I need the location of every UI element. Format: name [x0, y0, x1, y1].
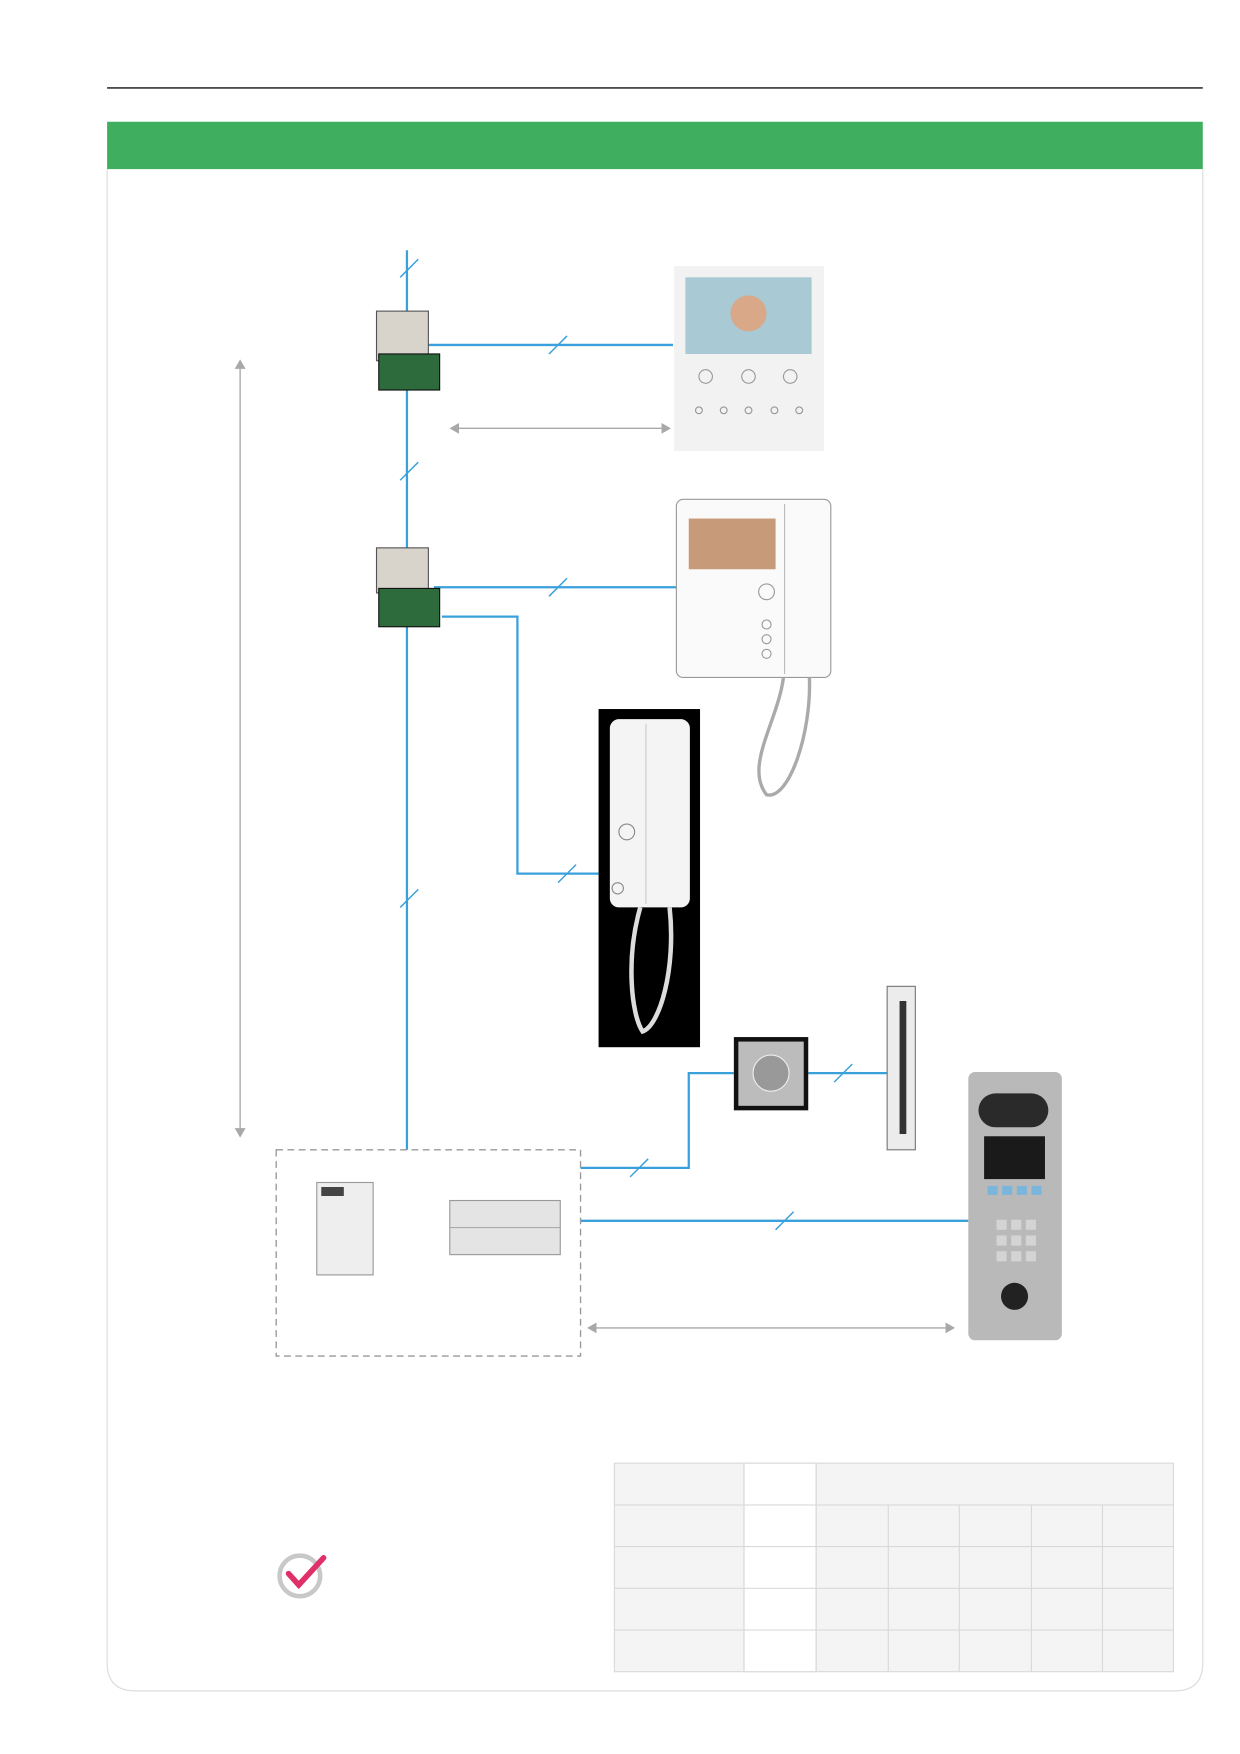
wire-count-slashes — [399, 258, 853, 1231]
outdoor-entrance-panel — [968, 1072, 1062, 1341]
bus-wiring — [405, 250, 969, 1222]
audio-interphone — [598, 709, 701, 1048]
handset-video-monitor — [675, 498, 832, 797]
compatibility-table — [613, 1462, 1175, 1673]
monitor-screen — [688, 518, 776, 570]
section-header-band — [107, 121, 1203, 170]
camera-lens — [1001, 1282, 1029, 1310]
check-circle-icon — [277, 1553, 327, 1599]
system-power-supply — [449, 1199, 561, 1256]
electromagnetic-lock — [886, 985, 916, 1151]
power-supply-unit — [316, 1181, 374, 1276]
control-cabinet-boundary — [275, 1149, 582, 1357]
content-panel — [106, 169, 1204, 1692]
floor-distributor-module-2 — [375, 547, 441, 628]
relay-actuator — [733, 1037, 809, 1111]
floor-distributor-module-1 — [375, 310, 441, 391]
handsfree-video-monitor — [674, 266, 825, 451]
